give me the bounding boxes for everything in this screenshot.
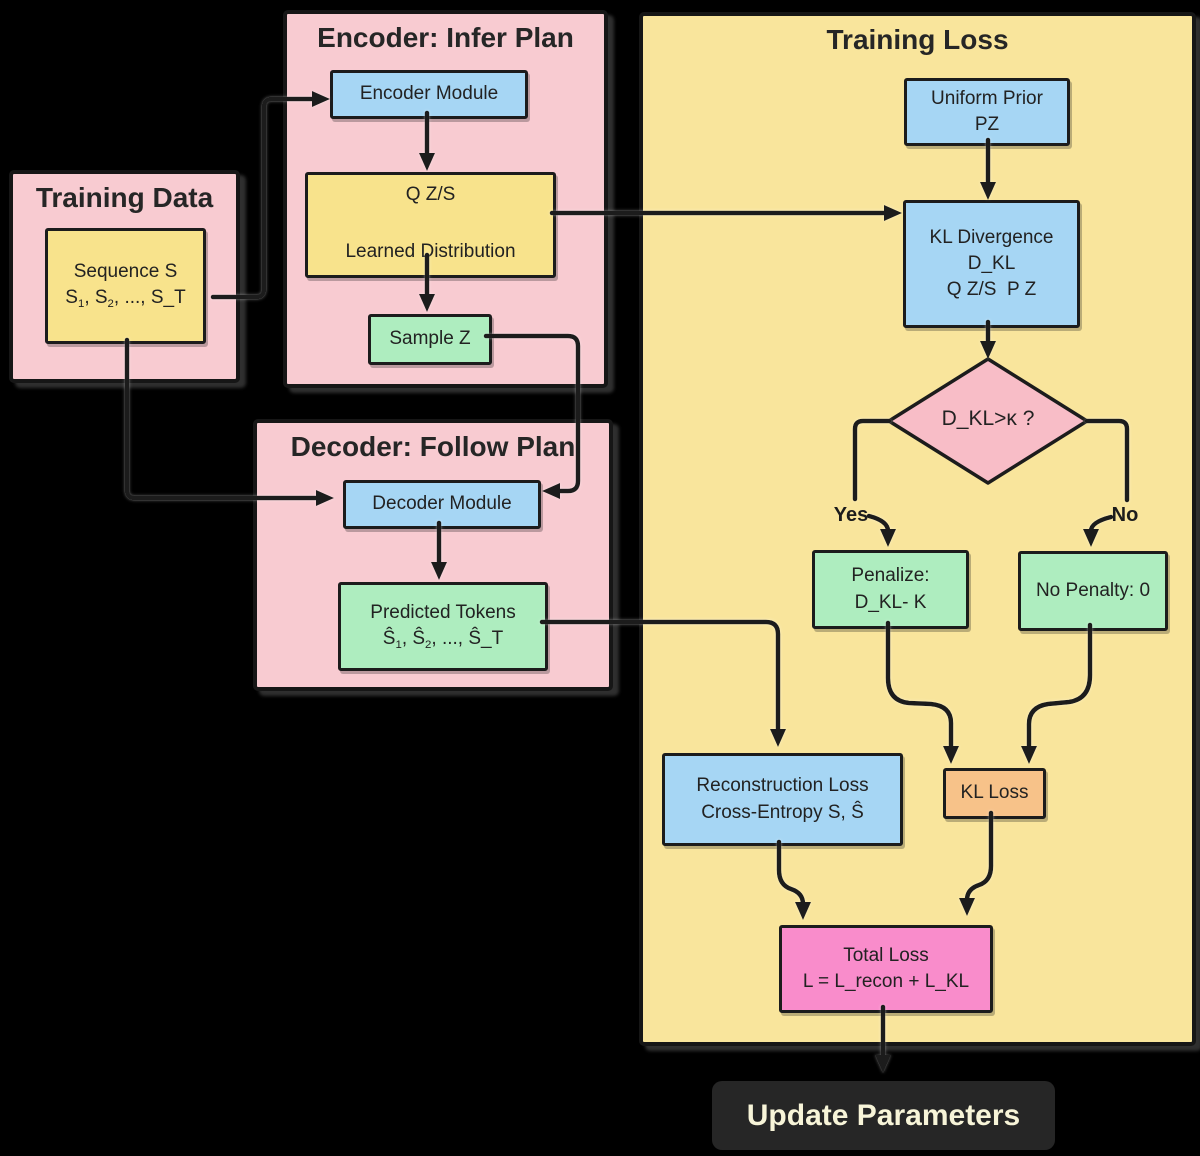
total-loss-line1: Total Loss	[843, 944, 929, 966]
uniform-prior-line1: Uniform Prior	[931, 87, 1043, 109]
node-uniform-prior: Uniform Prior PZ	[904, 78, 1070, 146]
kl-condition-label: D_KL>κ ?	[941, 407, 1035, 430]
decoder-title: Decoder: Follow Plan	[290, 431, 576, 462]
node-q-distribution: Q Z/S Learned Distribution	[305, 172, 556, 278]
node-no-penalty: No Penalty: 0	[1018, 551, 1168, 631]
uniform-prior-line2: PZ	[974, 114, 1000, 135]
node-encoder-module: Encoder Module	[330, 70, 528, 119]
reconstruction-loss-line1: Reconstruction Loss	[696, 775, 869, 797]
no-label: No	[1111, 504, 1139, 526]
penalize-line2: D_KL- K	[854, 591, 927, 613]
predicted-tokens-line2: Ŝ1, Ŝ2, ..., Ŝ_T	[382, 627, 504, 651]
node-predicted-tokens: Predicted Tokens Ŝ1, Ŝ2, ..., Ŝ_T	[338, 582, 548, 671]
node-decoder-module: Decoder Module	[343, 480, 541, 529]
training-data-title: Training Data	[35, 182, 214, 213]
encoder-module-label: Encoder Module	[359, 83, 499, 105]
kl-divergence-line3: Q Z/S P Z	[946, 279, 1037, 301]
decoder-module-label: Decoder Module	[372, 493, 512, 515]
reconstruction-loss-line2: Cross-Entropy S, Ŝ	[701, 801, 864, 823]
node-kl-loss: KL Loss	[943, 768, 1046, 819]
sequence-line2: S1, S2, ..., S_T	[65, 287, 186, 311]
node-sample-z: Sample Z	[368, 314, 492, 365]
node-reconstruction-loss: Reconstruction Loss Cross-Entropy S, Ŝ	[662, 753, 903, 846]
predicted-tokens-line1: Predicted Tokens	[370, 601, 516, 623]
node-kl-divergence: KL Divergence D_KL Q Z/S P Z	[903, 200, 1080, 328]
sequence-line1: Sequence S	[73, 261, 178, 283]
node-sequence: Sequence S S1, S2, ..., S_T	[45, 228, 206, 344]
kl-divergence-line2: D_KL	[967, 252, 1016, 274]
total-loss-line2: L = L_recon + L_KL	[802, 971, 970, 992]
training-loss-title: Training Loss	[826, 24, 1009, 55]
q-distribution-line1: Q Z/S	[405, 184, 456, 205]
yes-label: Yes	[833, 504, 869, 526]
encoder-title: Encoder: Infer Plan	[317, 22, 574, 53]
kl-loss-label: KL Loss	[960, 782, 1029, 804]
node-update-parameters: Update Parameters	[712, 1081, 1055, 1150]
sample-z-label: Sample Z	[389, 328, 471, 350]
q-distribution-line2: Learned Distribution	[345, 240, 516, 262]
container-training-loss: Training Loss	[639, 12, 1196, 1046]
kl-divergence-line1: KL Divergence	[929, 226, 1054, 248]
node-total-loss: Total Loss L = L_recon + L_KL	[779, 925, 993, 1013]
update-parameters-label: Update Parameters	[746, 1098, 1021, 1132]
penalize-line1: Penalize:	[851, 565, 930, 587]
node-penalize: Penalize: D_KL- K	[812, 550, 969, 629]
no-penalty-label: No Penalty: 0	[1035, 579, 1151, 601]
